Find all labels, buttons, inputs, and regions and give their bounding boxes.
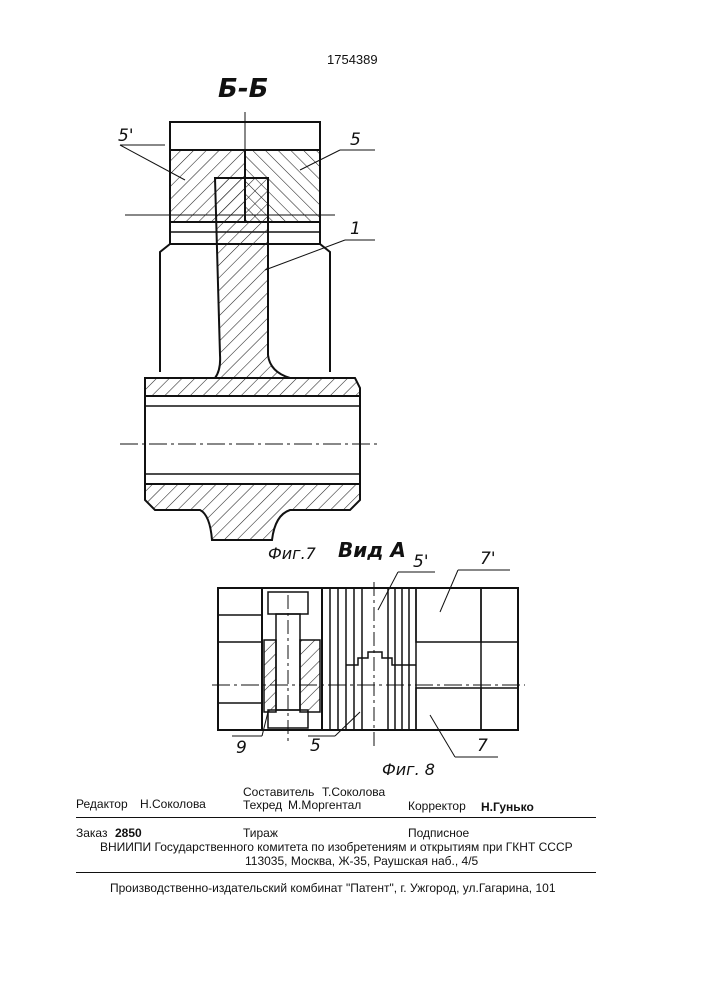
address-line: 113035, Москва, Ж-35, Раушская наб., 4/5 — [245, 854, 478, 868]
corrector-name: Н.Гунько — [481, 800, 534, 814]
editor-name: Н.Соколова — [140, 797, 206, 811]
label-5-prime-fig8: 5' — [413, 552, 429, 572]
editor-label: Редактор — [76, 797, 128, 811]
techred-label: Техред — [243, 798, 282, 812]
compiler-label: Составитель — [243, 785, 314, 799]
techred-name: М.Моргентал — [288, 798, 361, 812]
corrector-label: Корректор — [408, 799, 466, 813]
order-label: Заказ — [76, 826, 107, 840]
divider-1 — [76, 817, 596, 818]
label-7-prime-fig8: 7' — [480, 549, 496, 569]
institute-line: ВНИИПИ Государственного комитета по изоб… — [100, 840, 573, 854]
label-7-fig8: 7 — [477, 736, 488, 756]
label-9-fig8: 9 — [236, 738, 247, 758]
figure-8-caption: Фиг. 8 — [382, 760, 435, 779]
divider-2 — [76, 872, 596, 873]
publisher-line: Производственно-издательский комбинат "П… — [110, 881, 556, 895]
order-number: 2850 — [115, 826, 142, 840]
label-5-fig8: 5 — [310, 736, 321, 756]
compiler-name: Т.Соколова — [322, 785, 385, 799]
view-label-a: Вид А — [338, 538, 406, 562]
circulation-label: Тираж — [243, 826, 278, 840]
subscription-label: Подписное — [408, 826, 469, 840]
